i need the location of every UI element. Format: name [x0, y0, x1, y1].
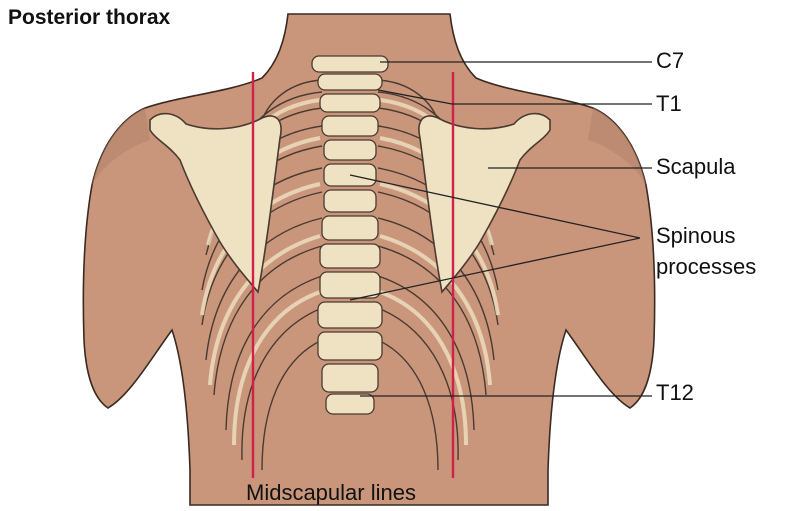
- label-spinous: Spinous: [656, 223, 736, 248]
- label-midscapular-lines: Midscapular lines: [246, 480, 416, 505]
- left-scapula: [149, 112, 282, 294]
- figure-title: Posterior thorax: [8, 6, 171, 29]
- label-scapula: Scapula: [656, 154, 736, 179]
- label-t1: T1: [656, 91, 682, 116]
- right-shoulder-shade: [588, 108, 646, 185]
- label-c7: C7: [656, 48, 685, 73]
- right-scapula: [418, 112, 551, 294]
- label-t12: T12: [656, 380, 694, 405]
- left-shoulder-shade: [92, 108, 150, 185]
- leader-lines: [349, 61, 652, 397]
- vertebral-column: [311, 55, 389, 415]
- label-processes: processes: [656, 254, 757, 279]
